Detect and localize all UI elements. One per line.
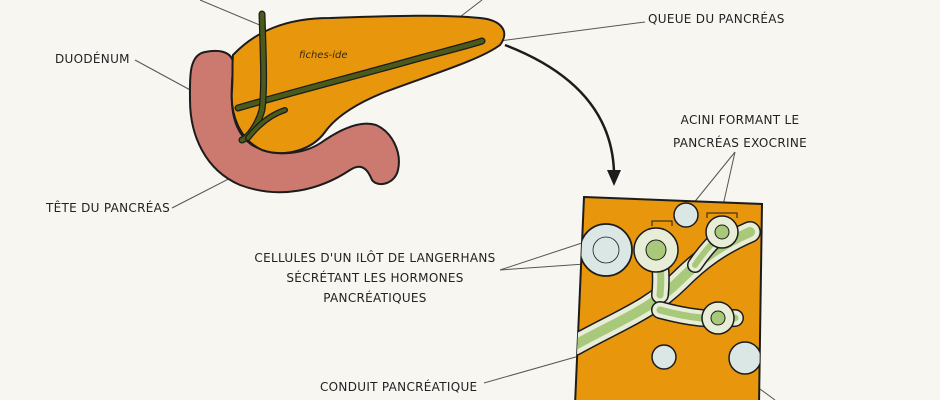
label-islet-line-3: PANCRÉATIQUES [323, 291, 427, 305]
label-islet: CELLULES D'UN ILÔT DE LANGERHANS SÉCRÉTA… [252, 248, 498, 308]
label-acini-line-1: ACINI FORMANT LE [680, 113, 800, 127]
label-acini: ACINI FORMANT LE PANCRÉAS EXOCRINE [660, 110, 820, 153]
label-duct: CONDUIT PANCRÉATIQUE [320, 380, 478, 394]
zoom-arrow [504, 43, 616, 173]
leader-line-acini-1 [687, 151, 736, 211]
label-islet-line-1: CELLULES D'UN ILÔT DE LANGERHANS [254, 251, 496, 265]
duodenum-shape [188, 50, 400, 194]
leader-line-top-left [199, 0, 263, 27]
pancreas-shape [230, 14, 506, 155]
watermark-text: fiches-ide [299, 50, 348, 61]
pancreatic-duct [234, 10, 486, 144]
label-tail: QUEUE DU PANCRÉAS [648, 12, 785, 26]
label-acini-line-2: PANCRÉAS EXOCRINE [673, 136, 807, 150]
label-head: TÊTE DU PANCRÉAS [46, 201, 171, 215]
leader-line-tail [491, 21, 646, 43]
leader-line-islet-1 [499, 240, 589, 271]
tissue-zoom [574, 195, 764, 400]
leader-line-acini-2 [721, 151, 736, 211]
label-duodenum: DUODÉNUM [55, 52, 130, 66]
label-islet-line-2: SÉCRÉTANT LES HORMONES [286, 271, 464, 285]
zoom-arrow-head [607, 170, 621, 186]
leader-line-islet-2 [499, 263, 586, 271]
